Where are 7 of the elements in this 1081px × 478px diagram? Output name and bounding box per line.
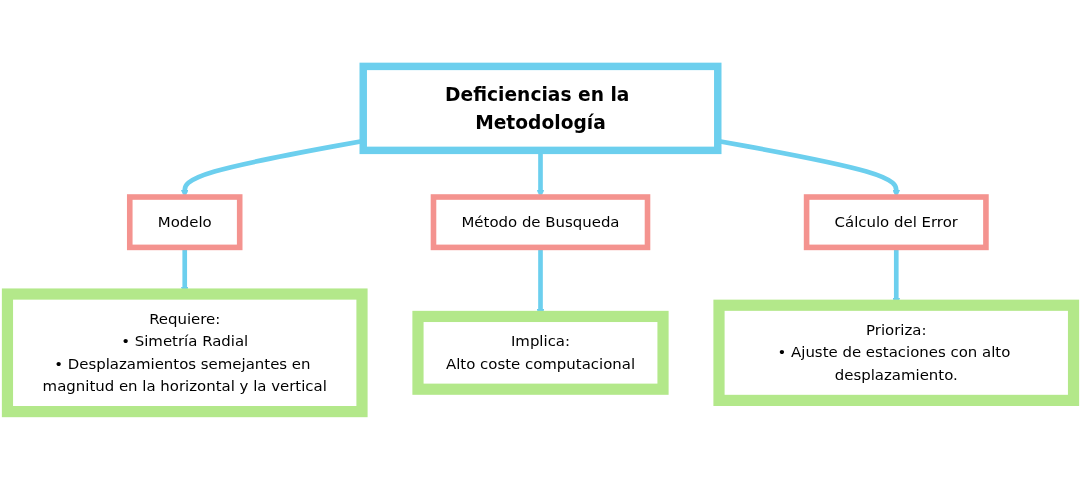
node-box: Modelo	[126, 194, 243, 251]
node-box: Método de Busqueda	[430, 194, 651, 251]
node-box: Implica: Alto coste computacional	[412, 310, 669, 395]
node-box: Deficiencias en la Metodología	[359, 62, 722, 155]
node-box: Requiere: • Simetría Radial • Desplazamientos semejantes en magnitud en la horizontal y la vertical	[1, 288, 368, 418]
node-box: Prioriza: • Ajuste de estaciones con alto desplazamiento.	[713, 299, 1080, 406]
node-box: Cálculo del Error	[803, 194, 989, 251]
